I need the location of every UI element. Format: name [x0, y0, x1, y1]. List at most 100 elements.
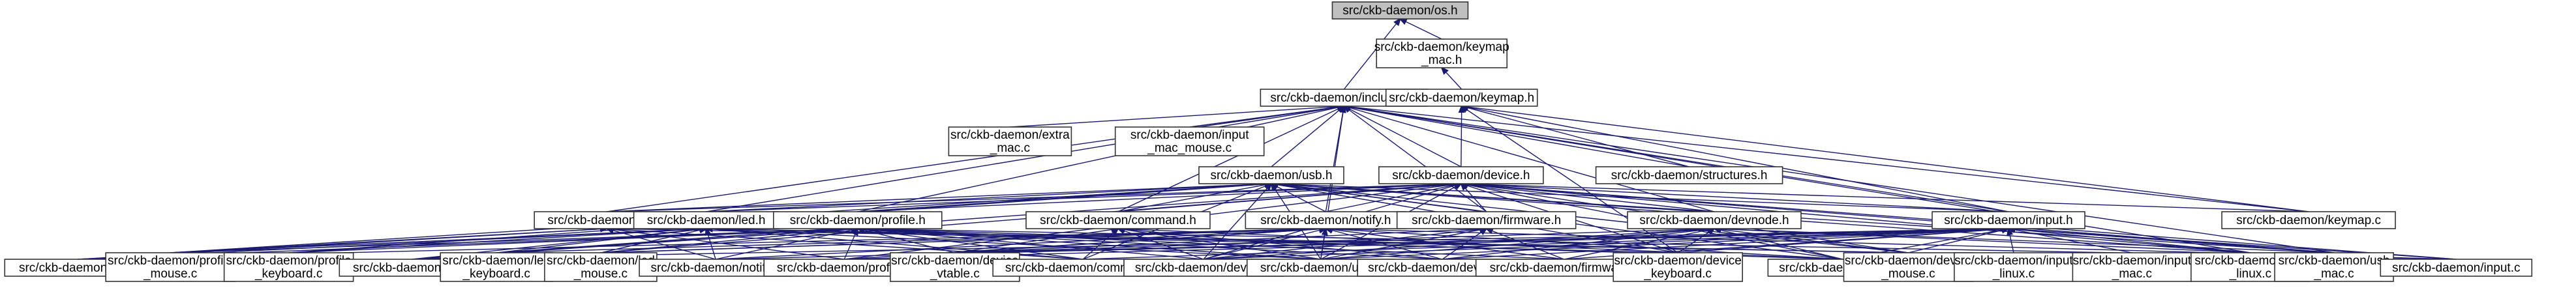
edge-command-c-to-led-h [706, 229, 1083, 260]
edge-led-keyboard-c-to-profile-h [496, 229, 858, 253]
node-label: src/ckb-daemon/keymap [1374, 40, 1509, 54]
edge-led-keyboard-c-to-notify-h [496, 229, 1326, 253]
node-box [2221, 211, 2396, 229]
node-label: src/ckb-daemon/structures.h [1611, 169, 1768, 182]
edge-input-h-to-keymap-h [1462, 106, 2009, 212]
node-profile-keyboard-c[interactable]: src/ckb-daemon/profile_keyboard.c [223, 252, 354, 282]
node-box [1385, 89, 1538, 107]
edge-input-mac-c-to-input-h [2008, 229, 2132, 253]
edge-usb-h-to-includes-h [1271, 106, 1344, 167]
node-input-linux-c[interactable]: src/ckb-daemon/input_linux.c [1954, 252, 2074, 282]
node-box [1331, 1, 1469, 20]
edge-device-mouse-c-to-input-h [1908, 229, 2009, 253]
node-devnode-h[interactable]: src/ckb-daemon/devnode.h [1627, 211, 1802, 229]
edge-firmware-c-to-firmware-h [1487, 229, 1564, 260]
node-keymap-mac-h[interactable]: src/ckb-daemon/keymap_mac.h [1374, 38, 1509, 68]
node-structures-h[interactable]: src/ckb-daemon/structures.h [1595, 166, 1783, 184]
node-label: src/ckb-daemon/os.h [1342, 4, 1457, 18]
node-box [1198, 166, 1344, 184]
node-device-mouse-c[interactable]: src/ckb-daemon/device_mouse.c [1843, 252, 1974, 282]
node-input-mac-mouse-c[interactable]: src/ckb-daemon/input_mac_mouse.c [1114, 126, 1265, 156]
edge-firmware-h-to-includes-h [1344, 106, 1487, 212]
node-label: _mac.c [2112, 267, 2152, 281]
edge-main-c-to-notify-h [1326, 229, 1843, 260]
edge-profile-mouse-c-to-profile-h [170, 229, 858, 253]
node-device-keyboard-c[interactable]: src/ckb-daemon/device_keyboard.c [1613, 252, 1743, 282]
node-label: _linux.c [2229, 267, 2271, 281]
node-label: src/ckb-daemon/devnode.h [1639, 214, 1789, 227]
edge-devnode-c-to-input-h [1442, 229, 2008, 260]
node-label: src/ckb-daemon/led [442, 254, 551, 268]
node-box [633, 211, 780, 229]
node-label: src/ckb-daemon/input [1130, 128, 1249, 142]
edge-usb-linux-c-to-input-h [2008, 229, 2250, 253]
node-keymap-c[interactable]: src/ckb-daemon/keymap.c [2221, 211, 2396, 229]
edge-keymap-h-to-keymap-mac-h [1442, 68, 1462, 90]
node-profile-mouse-c[interactable]: src/ckb-daemon/profile_mouse.c [105, 252, 235, 282]
node-box [1396, 211, 1577, 229]
node-label: src/ckb-daemon/keymap.c [2236, 214, 2381, 227]
node-label: src/ckb-daemon/firmware.h [1412, 214, 1561, 227]
edge-firmware-c-to-devnode-h [1564, 229, 1714, 260]
node-box [440, 252, 553, 282]
node-label: src/ckb-daemon/keymap.h [1389, 91, 1534, 105]
edge-dpi-h-to-includes-h [607, 106, 1344, 212]
node-label: _linux.c [1992, 267, 2035, 281]
node-box [1595, 166, 1783, 184]
node-label: src/ckb-daemon/input.c [2392, 261, 2520, 275]
node-box [1613, 252, 1743, 282]
nodes-layer: src/ckb-daemon/os.h src/ckb-daemon/keymap… [4, 1, 2533, 282]
edge-usb-linux-c-to-includes-h [1344, 106, 2251, 253]
node-firmware-h[interactable]: src/ckb-daemon/firmware.h [1396, 211, 1577, 229]
node-box [2380, 259, 2533, 277]
node-box [948, 126, 1072, 156]
edge-includes-h-to-os-h [1343, 19, 1400, 90]
node-label: src/ckb-daemon/profile.c [777, 261, 912, 275]
node-box [772, 211, 943, 229]
edge-device-c-to-devnode-h [1203, 229, 1714, 260]
edge-keymap-c-to-keymap-h [1462, 106, 2309, 212]
node-led-mouse-c[interactable]: src/ckb-daemon/led_mouse.c [544, 252, 658, 282]
edge-profile-h-to-includes-h [857, 106, 1344, 212]
node-label: _mac.h [1421, 53, 1462, 67]
node-label: src/ckb-daemon/input [2073, 254, 2192, 268]
node-profile-h[interactable]: src/ckb-daemon/profile.h [772, 211, 943, 229]
node-led-keyboard-c[interactable]: src/ckb-daemon/led_keyboard.c [440, 252, 553, 282]
edge-devnode-h-to-device-h [1461, 184, 1715, 212]
node-keymap-h[interactable]: src/ckb-daemon/keymap.h [1385, 89, 1538, 107]
node-extra-mac-c[interactable]: src/ckb-daemon/extra_mac.c [948, 126, 1072, 156]
node-input-h[interactable]: src/ckb-daemon/input.h [1932, 211, 2085, 229]
node-label: src/ckb-daemon/input [1954, 254, 2073, 268]
node-label: _mac.c [2314, 267, 2354, 281]
node-label: src/ckb-daemon/profile [226, 254, 352, 268]
node-usb-h[interactable]: src/ckb-daemon/usb.h [1198, 166, 1344, 184]
edge-led-h-to-includes-h [706, 106, 1344, 212]
node-notify-h[interactable]: src/ckb-daemon/notify.h [1245, 211, 1407, 229]
edge-structures-h-to-includes-h [1344, 106, 1690, 167]
edge-command-c-to-input-h [1083, 229, 2008, 260]
edge-device-h-to-includes-h [1344, 106, 1462, 167]
edge-device-c-to-profile-h [858, 229, 1204, 260]
node-box [1245, 211, 1407, 229]
node-label: src/ckb-daemon/led.h [647, 214, 766, 227]
node-box [1627, 211, 1802, 229]
node-input-mac-c[interactable]: src/ckb-daemon/input_mac.c [2072, 252, 2192, 282]
node-label: src/ckb-daemon/profile.h [790, 214, 926, 227]
edge-led-keyboard-c-to-device-h [496, 184, 1461, 253]
node-input-c[interactable]: src/ckb-daemon/input.c [2380, 259, 2533, 277]
edge-usb-mac-c-to-usb-h [1271, 184, 2335, 253]
node-command-h[interactable]: src/ckb-daemon/command.h [1025, 211, 1211, 229]
node-box [105, 252, 235, 282]
edge-dpi-h-to-usb-h [607, 184, 1271, 212]
node-label: src/ckb-daemon/firmware.c [1490, 261, 1639, 275]
node-label: _keyboard.c [462, 267, 530, 281]
node-led-h[interactable]: src/ckb-daemon/led.h [633, 211, 780, 229]
node-box [223, 252, 354, 282]
edge-notify-c-to-notify-h [716, 229, 1326, 260]
node-label: src/ckb-daemon/device.c [1135, 261, 1272, 275]
node-usb-mac-c[interactable]: src/ckb-daemon/usb_mac.c [2274, 252, 2394, 282]
node-label: _mouse.c [1881, 267, 1935, 281]
node-os-h[interactable]: src/ckb-daemon/os.h [1331, 1, 1469, 20]
node-device-h[interactable]: src/ckb-daemon/device.h [1378, 166, 1544, 184]
